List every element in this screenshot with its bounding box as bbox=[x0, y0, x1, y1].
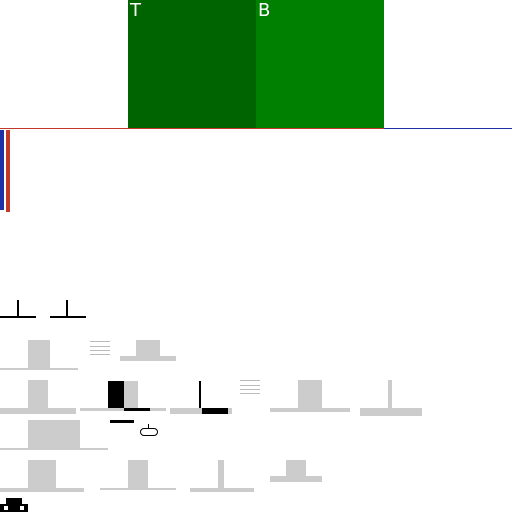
block-r5-4[interactable] bbox=[286, 460, 306, 476]
robot-head bbox=[6, 498, 22, 504]
base-r3-5 bbox=[360, 408, 422, 416]
divider-line-blue bbox=[384, 128, 512, 129]
base-r5-3 bbox=[190, 488, 254, 492]
panel-top-label: T bbox=[130, 0, 141, 21]
t-shape-1-base bbox=[0, 316, 36, 318]
bracket-icon-1 bbox=[90, 341, 110, 355]
base-r2-2 bbox=[120, 356, 176, 361]
block-r2-2[interactable] bbox=[136, 340, 160, 356]
block-r2-1[interactable] bbox=[28, 340, 50, 368]
robot-body bbox=[0, 504, 28, 512]
vertical-bar-red bbox=[6, 130, 10, 212]
panel-top[interactable]: T bbox=[128, 0, 256, 128]
base-r5-1 bbox=[0, 488, 84, 492]
block-r3-4[interactable] bbox=[298, 380, 322, 408]
block-r3-2-light bbox=[124, 381, 138, 409]
underline-r3-2 bbox=[124, 408, 150, 411]
panel-bottom-label: B bbox=[258, 0, 271, 21]
vertical-bar-blue bbox=[0, 130, 4, 210]
stem-r3-5 bbox=[388, 380, 392, 408]
divider-line-red bbox=[0, 128, 384, 129]
link-icon[interactable] bbox=[140, 424, 158, 436]
dash-r3 bbox=[110, 420, 134, 423]
bracket-icon-2 bbox=[240, 380, 260, 394]
block-r3-2-dark[interactable] bbox=[108, 381, 124, 409]
panel-bottom[interactable]: B bbox=[256, 0, 384, 128]
base-r4-1 bbox=[0, 448, 108, 450]
base-r3-3 bbox=[170, 408, 232, 414]
t-shape-2-base bbox=[50, 316, 86, 318]
block-r4-1[interactable] bbox=[28, 420, 80, 448]
stem-r5-3 bbox=[218, 460, 224, 488]
block-r3-1[interactable] bbox=[28, 380, 48, 408]
base-r3-4 bbox=[270, 408, 350, 412]
base-r2-1 bbox=[0, 368, 78, 370]
base-r5-4 bbox=[270, 476, 322, 482]
base-r5-2 bbox=[100, 488, 176, 490]
underline-r3-3 bbox=[202, 408, 228, 414]
robot-icon[interactable] bbox=[0, 498, 28, 512]
base-r3-1 bbox=[0, 408, 76, 414]
t-shape-1-stem bbox=[17, 300, 19, 316]
robot-eye-left bbox=[4, 506, 8, 510]
block-r5-1[interactable] bbox=[28, 460, 56, 488]
robot-eye-right bbox=[20, 506, 24, 510]
base-r3-2 bbox=[80, 408, 166, 411]
stem-r3-3 bbox=[199, 381, 201, 411]
block-r5-2[interactable] bbox=[128, 460, 148, 488]
t-shape-2-stem bbox=[66, 300, 68, 316]
